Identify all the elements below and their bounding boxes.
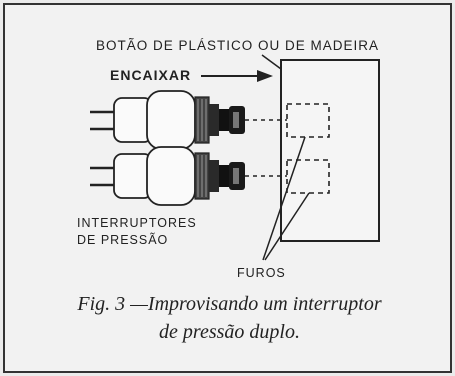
pressure-switch-lower	[90, 146, 287, 206]
button-leader-line	[261, 54, 282, 70]
pressure-switches-label: INTERRUPTORES DE PRESSÃO	[77, 215, 197, 249]
figure-frame: BOTÃO DE PLÁSTICO OU DE MADEIRA ENCAIXAR…	[3, 3, 452, 373]
hole-lower	[286, 159, 330, 194]
button-material-label: BOTÃO DE PLÁSTICO OU DE MADEIRA	[96, 38, 380, 53]
caption-line-2: de pressão duplo.	[159, 321, 300, 343]
holes-leader-upper	[262, 136, 306, 261]
holes-label: FUROS	[237, 266, 286, 280]
fit-arrowhead	[257, 70, 273, 82]
hole-upper	[286, 103, 330, 138]
pressure-switch-upper	[90, 90, 287, 150]
holes-leader-lower	[264, 192, 310, 261]
fit-label: ENCAIXAR	[110, 67, 192, 83]
pressure-switches-label-line1: INTERRUPTORES	[77, 216, 197, 230]
figure-caption: Fig. 3 —Improvisando um interruptor de p…	[5, 290, 454, 346]
pressure-switches-label-line2: DE PRESSÃO	[77, 233, 169, 247]
caption-line-1: Fig. 3 —Improvisando um interruptor	[77, 293, 382, 315]
switch-illustration	[90, 54, 380, 261]
